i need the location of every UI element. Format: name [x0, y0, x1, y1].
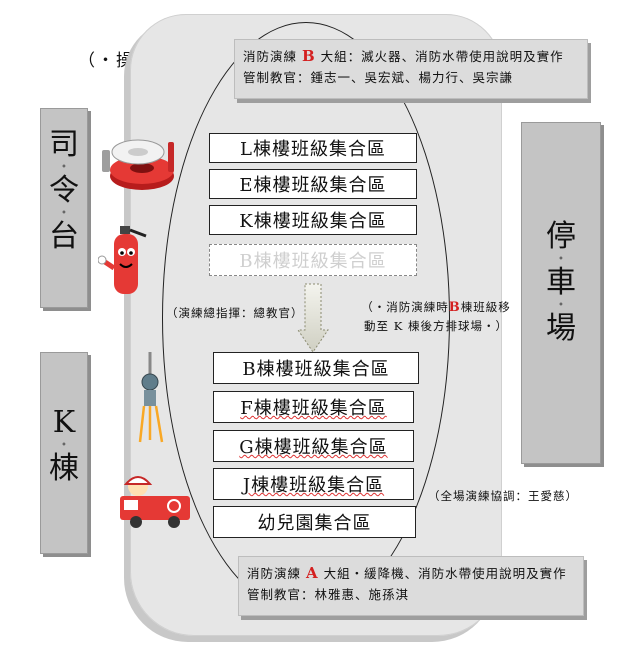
fire-hose-icon [98, 132, 180, 196]
zone-f-building: F棟樓班級集合區 [213, 391, 414, 423]
move-note-letter: B [448, 300, 461, 315]
command-stage-char-1: 司 [49, 127, 79, 162]
bottom-info-prefix: 消防演練 [247, 566, 302, 581]
commander-note: （演練總指揮：總教官） [166, 306, 304, 320]
building-k-char-2: 棟 [49, 451, 79, 486]
move-note-line2: 動至 K 棟後方排球場‧） [364, 319, 508, 333]
zone-e-building: E棟樓班級集合區 [209, 169, 417, 199]
zone-label: B棟樓班級集合區 [239, 251, 387, 272]
zone-kindergarten: 幼兒園集合區 [213, 506, 416, 538]
zone-b-building-original: B棟樓班級集合區 [209, 244, 417, 276]
zone-j-building: J棟樓班級集合區 [213, 468, 414, 500]
zone-label: J棟樓班級集合區 [242, 475, 385, 496]
group-b-letter: B [302, 47, 316, 65]
top-info-suffix: 大組：滅火器、消防水帶使用說明及實作 [320, 49, 564, 64]
zone-g-building: G棟樓班級集合區 [213, 430, 414, 462]
top-info-prefix: 消防演練 [243, 49, 298, 64]
bottom-info-line2: 管制教官：林雅惠、施孫淇 [247, 587, 410, 602]
fire-truck-icon [118, 474, 192, 530]
parking-lot: 停 • 車 • 場 [521, 122, 601, 464]
zone-label: K棟樓班級集合區 [239, 211, 387, 232]
zone-label: L棟樓班級集合區 [240, 139, 386, 160]
fire-extinguisher-icon [98, 224, 156, 298]
parking-char-3: 場 [546, 311, 576, 346]
command-stage-char-3: 台 [49, 219, 79, 254]
coordinator-note: （全場演練協調：王愛慈） [428, 489, 578, 503]
zone-label: F棟樓班級集合區 [240, 398, 387, 419]
building-k: K • 棟 [40, 352, 88, 554]
parking-char-2: 車 [546, 265, 576, 300]
command-stage: 司 • 令 • 台 [40, 108, 88, 308]
top-info-line1: 消防演練 B 大組：滅火器、消防水帶使用說明及實作 [243, 46, 579, 67]
move-down-arrow [296, 282, 330, 354]
building-k-char-1: K [52, 405, 76, 440]
zone-label: B棟樓班級集合區 [242, 359, 390, 380]
bottom-info-suffix: 大組‧緩降機、消防水帶使用說明及實作 [323, 566, 567, 581]
command-stage-char-2: 令 [49, 173, 79, 208]
move-note-prefix: （‧消防演練時 [361, 300, 449, 314]
move-note-suffix: 棟班級移 [460, 300, 511, 314]
zone-l-building: L棟樓班級集合區 [209, 133, 417, 163]
zone-b-building: B棟樓班級集合區 [213, 352, 419, 384]
zone-label: E棟樓班級集合區 [239, 175, 387, 196]
move-note-line1: （‧消防演練時B棟班級移 [356, 298, 516, 317]
move-note: （‧消防演練時B棟班級移 動至 K 棟後方排球場‧） [356, 298, 516, 335]
parking-char-1: 停 [546, 219, 576, 254]
top-info-line2: 管制教官：鍾志一、吳宏斌、楊力行、吳宗謙 [243, 70, 514, 85]
zone-label: G棟樓班級集合區 [239, 437, 388, 458]
zone-k-building: K棟樓班級集合區 [209, 205, 417, 235]
bottom-info-line1: 消防演練 A 大組‧緩降機、消防水帶使用說明及實作 [247, 563, 575, 584]
zone-label: 幼兒園集合區 [257, 513, 372, 534]
top-info-box: 消防演練 B 大組：滅火器、消防水帶使用說明及實作 管制教官：鍾志一、吳宏斌、楊… [234, 39, 588, 99]
group-a-letter: A [306, 564, 319, 582]
rescue-descender-icon [136, 352, 166, 444]
bottom-info-box: 消防演練 A 大組‧緩降機、消防水帶使用說明及實作 管制教官：林雅惠、施孫淇 [238, 556, 584, 616]
